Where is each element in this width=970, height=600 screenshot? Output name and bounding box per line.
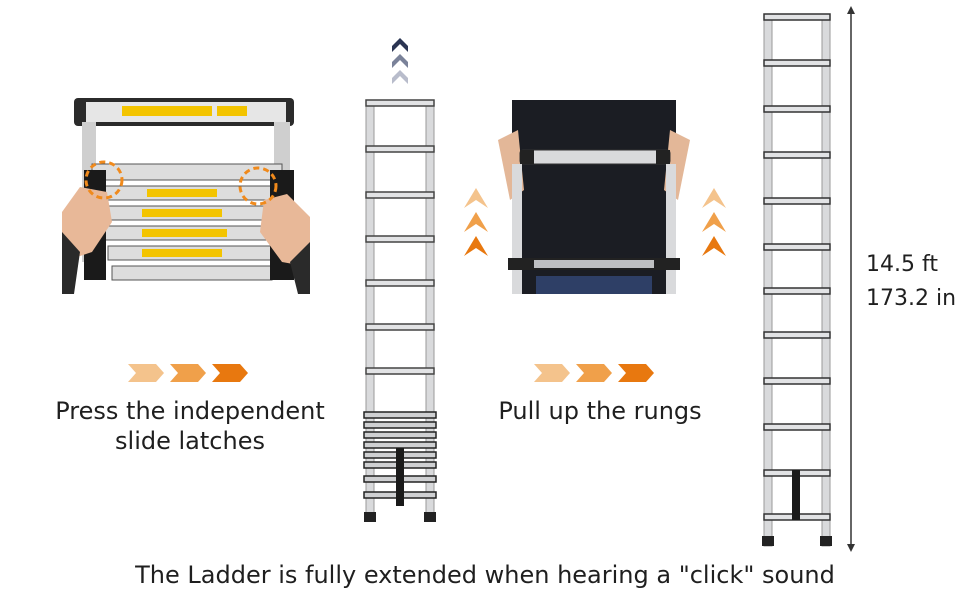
chevron-mid-icon — [576, 364, 612, 382]
progress-chevrons-1 — [128, 364, 248, 382]
step-1-caption-line-1: Press the independent — [55, 397, 325, 425]
height-dimension-line — [843, 6, 859, 552]
up-arrow-icon — [390, 34, 410, 88]
partially-extended-ladder — [360, 96, 440, 524]
pull-rungs-photo — [490, 100, 698, 294]
chevron-light-icon — [534, 364, 570, 382]
step-2-caption: Pull up the rungs — [498, 397, 702, 425]
step-1-caption: Press the independent slide latches — [30, 396, 350, 456]
pull-up-arrows-right-icon — [700, 182, 728, 260]
height-feet: 14.5 ft — [866, 252, 938, 277]
chevron-light-icon — [128, 364, 164, 382]
height-label: 14.5 ft 173.2 in — [866, 248, 966, 316]
height-inches: 173.2 in — [866, 286, 957, 311]
fully-extended-ladder — [758, 10, 836, 550]
footer-caption: The Ladder is fully extended when hearin… — [135, 561, 835, 589]
step-1-caption-line-2: slide latches — [115, 427, 265, 455]
progress-chevrons-2 — [534, 364, 654, 382]
chevron-dark-icon — [618, 364, 654, 382]
pull-up-arrows-left-icon — [462, 182, 490, 260]
latch-photo — [62, 92, 310, 294]
chevron-dark-icon — [212, 364, 248, 382]
chevron-mid-icon — [170, 364, 206, 382]
